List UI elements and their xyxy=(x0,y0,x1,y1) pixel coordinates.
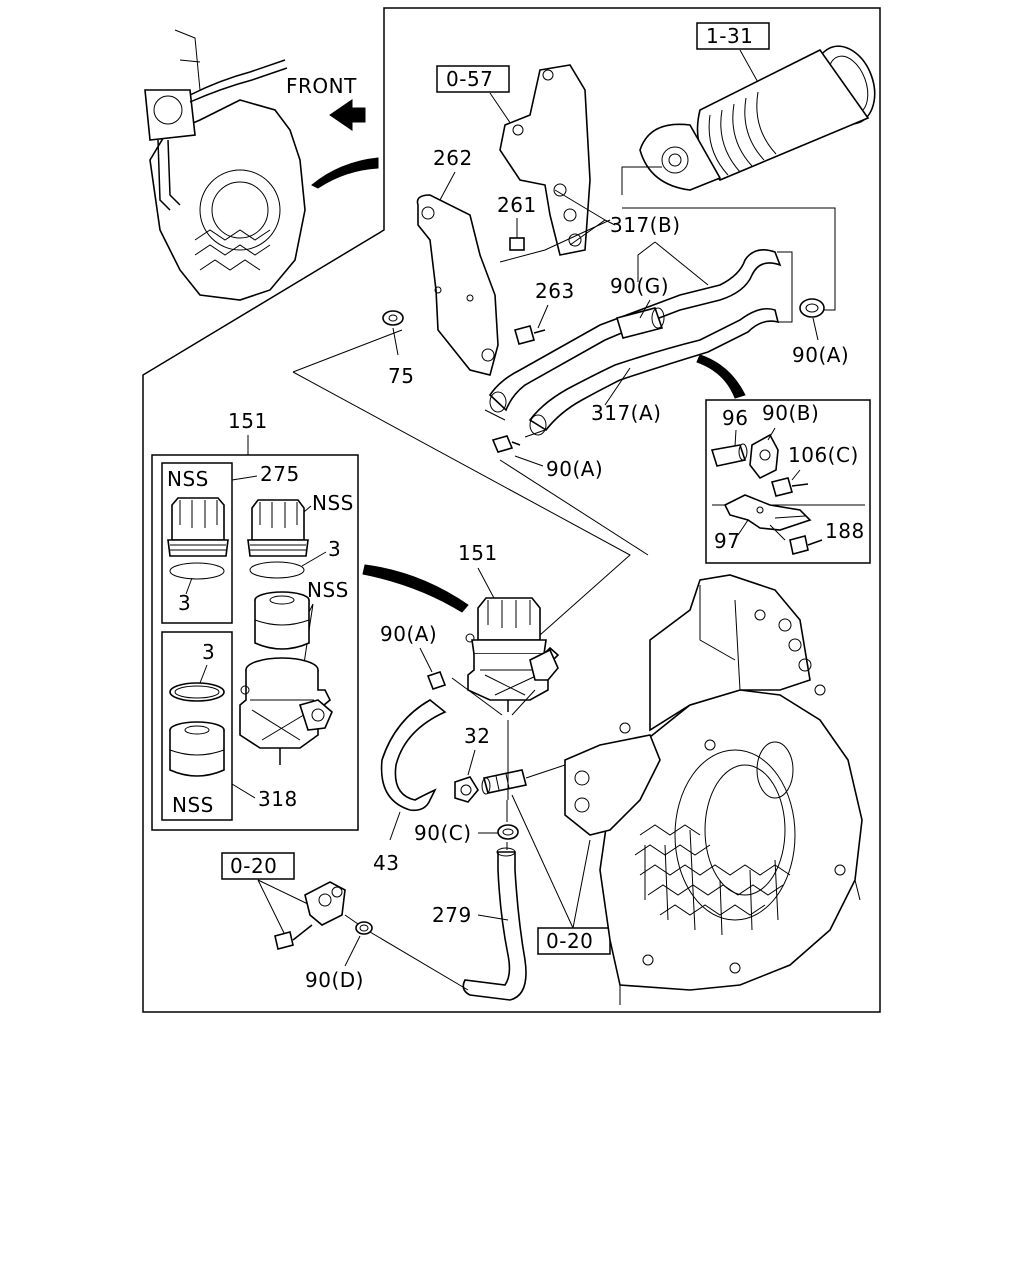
clamp-90d xyxy=(355,921,373,935)
leader-261 xyxy=(499,218,611,263)
label-nss-1: NSS xyxy=(167,467,209,491)
pointer-arrow-detail-icon xyxy=(696,354,746,399)
leader-317b xyxy=(637,241,709,286)
front-label: FRONT xyxy=(286,74,357,98)
breather-unit-151 xyxy=(465,597,560,712)
bolt-106c xyxy=(771,477,809,497)
ref-box-0-57 xyxy=(436,65,510,93)
bracket-97 xyxy=(723,494,812,531)
clamp-90a-top xyxy=(799,298,825,318)
air-intake-duct xyxy=(639,45,876,191)
front-arrow-icon xyxy=(329,99,366,131)
label-262: 262 xyxy=(433,146,473,170)
label-279: 279 xyxy=(432,903,472,927)
label-317a: 317(A) xyxy=(591,401,661,425)
label-32: 32 xyxy=(464,724,490,748)
filter-element-nss-4 xyxy=(169,721,225,777)
filter-housing xyxy=(239,657,333,765)
ref-box-0-20-left xyxy=(221,852,295,880)
flywheel-housing xyxy=(564,574,863,1005)
label-106c: 106(C) xyxy=(788,443,859,467)
leader-90a-mid xyxy=(514,455,544,467)
label-90a-low: 90(A) xyxy=(380,622,437,646)
leader-275 xyxy=(231,475,258,481)
bolt-188 xyxy=(789,535,823,555)
fitting-32 xyxy=(454,776,479,803)
leader-317a xyxy=(604,367,631,406)
washer-75 xyxy=(382,310,404,326)
ref-1-31: 1-31 xyxy=(706,24,753,48)
label-43: 43 xyxy=(373,851,399,875)
label-90a-mid: 90(A) xyxy=(546,457,603,481)
hose-279 xyxy=(462,847,527,1001)
label-151-main: 151 xyxy=(458,541,498,565)
ref-box-0-20-right xyxy=(537,927,611,955)
label-nss-3: NSS xyxy=(307,578,349,602)
part-96 xyxy=(710,443,748,467)
ref-0-20-left: 0-20 xyxy=(230,854,277,878)
connector-0-20 xyxy=(304,881,346,926)
engine-overview xyxy=(144,29,306,301)
filter-element-nss-3 xyxy=(254,591,310,650)
label-90g: 90(G) xyxy=(610,274,669,298)
label-263: 263 xyxy=(535,279,575,303)
leader-262 xyxy=(439,171,456,201)
leader-bracket xyxy=(554,189,616,246)
label-nss-4: NSS xyxy=(172,793,214,817)
ref-box-1-31 xyxy=(696,22,770,50)
nipple-fitting xyxy=(481,769,527,795)
label-nss-2: NSS xyxy=(312,491,354,515)
clip-90b xyxy=(749,433,779,480)
cap-nss-2 xyxy=(247,499,309,557)
cap-nss-1 xyxy=(167,497,229,557)
leader-lower-317 xyxy=(484,409,546,438)
label-317b: 317(B) xyxy=(610,213,681,237)
label-90d: 90(D) xyxy=(305,968,364,992)
clamp-90a-low xyxy=(426,670,447,691)
leader-75 xyxy=(392,327,399,356)
label-188: 188 xyxy=(825,519,865,543)
label-75: 75 xyxy=(388,364,414,388)
bracket-262 xyxy=(416,194,499,376)
label-275: 275 xyxy=(260,462,300,486)
ref-0-20-right: 0-20 xyxy=(546,929,593,953)
leader-90g xyxy=(639,299,651,319)
label-90a-top: 90(A) xyxy=(792,343,849,367)
label-97: 97 xyxy=(714,529,740,553)
bracket-317-right xyxy=(777,251,793,323)
pointer-arrow-icon xyxy=(311,157,379,189)
hose-43 xyxy=(380,699,447,812)
clamp-90a-mid xyxy=(491,435,521,453)
label-90c: 90(C) xyxy=(414,821,472,845)
frame-outline xyxy=(142,7,881,1013)
connection-line-main xyxy=(292,329,649,636)
clamp-90c xyxy=(497,824,519,840)
label-3b: 3 xyxy=(328,537,341,561)
label-261: 261 xyxy=(497,193,537,217)
bolt-0-20 xyxy=(274,924,313,950)
label-3c: 3 xyxy=(202,640,215,664)
o-ring-3b xyxy=(249,561,305,579)
label-96: 96 xyxy=(722,406,748,430)
pointer-arrow-151-icon xyxy=(362,564,469,613)
leader-263 xyxy=(537,304,549,329)
label-90b: 90(B) xyxy=(762,401,819,425)
label-3a: 3 xyxy=(178,591,191,615)
bracket-1-31 xyxy=(621,166,836,311)
leader-90a-top xyxy=(812,317,819,341)
label-151-box: 151 xyxy=(228,409,268,433)
support-bracket-upper xyxy=(499,64,591,256)
o-ring-3a xyxy=(169,562,225,580)
ref-0-57: 0-57 xyxy=(446,67,493,91)
bolt-263 xyxy=(514,325,546,345)
label-318: 318 xyxy=(258,787,298,811)
